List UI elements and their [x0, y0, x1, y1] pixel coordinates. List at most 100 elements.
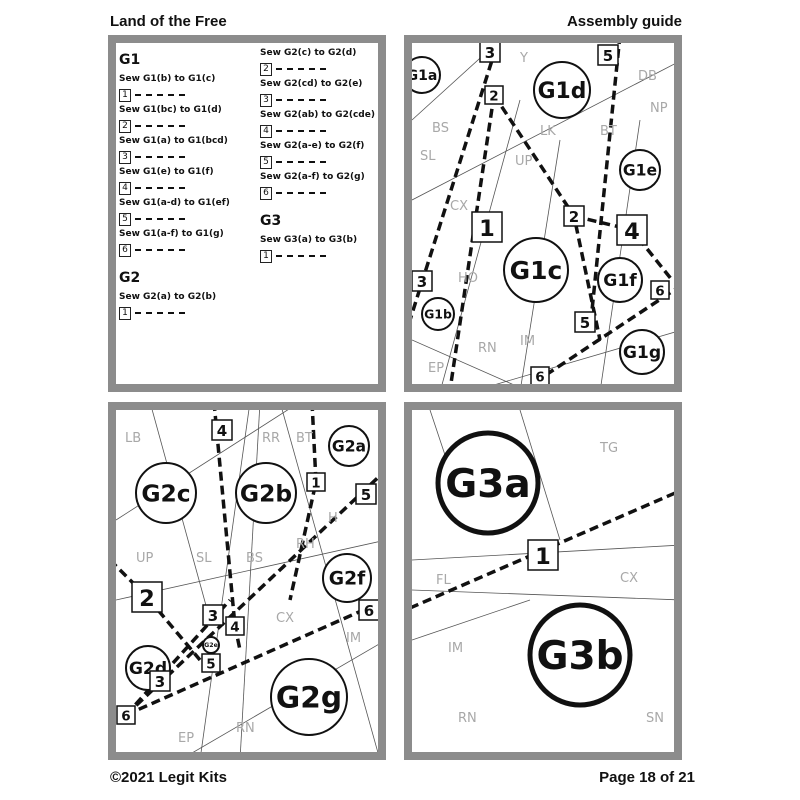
- fabric-code: RN: [236, 721, 255, 736]
- seam-number: 1: [535, 544, 551, 570]
- fabric-code: SL: [196, 551, 212, 566]
- group-heading: G2: [119, 270, 141, 286]
- dashed-line-icon: [276, 161, 326, 163]
- seam-legend: 4: [260, 124, 375, 138]
- seam-line: [288, 401, 318, 601]
- seam-number-box: [411, 270, 433, 292]
- piece-label: G1a: [412, 68, 437, 84]
- seam-line: [448, 94, 496, 391]
- fabric-code: RR: [262, 431, 280, 446]
- piece-circle: [503, 237, 569, 303]
- piece-label: G1c: [510, 256, 563, 285]
- seam-number: 6: [364, 602, 374, 620]
- fabric-code: SN: [646, 711, 664, 726]
- piece-circle: [619, 329, 665, 375]
- piece-outline: [199, 401, 251, 761]
- fabric-code: RN: [478, 341, 497, 356]
- seam-number: 3: [485, 44, 495, 62]
- seam-legend: 2: [119, 119, 230, 133]
- seam-number-box: [131, 581, 163, 613]
- dashed-line-icon: [135, 156, 185, 158]
- seam-number: 6: [260, 186, 272, 200]
- piece-label: G1g: [623, 343, 661, 363]
- fabric-code: IM: [346, 631, 361, 646]
- piece-circle: [135, 462, 197, 524]
- piece-outline: [411, 589, 683, 601]
- seam-number: 3: [208, 607, 218, 625]
- seam-number: 5: [580, 314, 590, 332]
- fabric-code: SL: [420, 149, 436, 164]
- seam-number: 4: [119, 181, 131, 195]
- dashed-line-icon: [276, 255, 326, 257]
- seam-number: 1: [311, 475, 320, 491]
- fabric-code: UP: [515, 154, 533, 169]
- seam-number: 1: [119, 88, 131, 102]
- piece-outline: [439, 99, 521, 393]
- fabric-code: BS: [432, 121, 449, 136]
- step-text: Sew G2(a-f) to G2(g): [260, 172, 365, 182]
- seam-legend: 1: [119, 88, 230, 102]
- step-text: Sew G2(ab) to G2(cde): [260, 110, 375, 120]
- seam-number-box: [225, 616, 245, 636]
- fabric-code: CX: [620, 571, 638, 586]
- seam-legend: 5: [260, 155, 375, 169]
- seam-number: 3: [119, 150, 131, 164]
- group-heading: G3: [260, 213, 282, 229]
- piece-circle: [435, 430, 541, 536]
- seam-number: 6: [119, 243, 131, 257]
- seam-number: 2: [119, 119, 131, 133]
- seam-number-box: [306, 472, 326, 492]
- seam-legend: 3: [260, 93, 375, 107]
- seam-number: 5: [260, 155, 272, 169]
- piece-label: G1f: [603, 271, 637, 291]
- seam-number: 2: [489, 88, 498, 104]
- fabric-code: BT: [296, 431, 313, 446]
- seam-legend: 2: [260, 62, 375, 76]
- seam-legend: 4: [119, 181, 230, 195]
- dashed-line-icon: [135, 125, 185, 127]
- seam-number: 4: [230, 619, 239, 635]
- copyright: ©2021 Legit Kits: [110, 769, 227, 786]
- step-text: Sew G1(a) to G1(bcd): [119, 136, 228, 146]
- seam-number-box: [563, 205, 585, 227]
- fabric-code: BT: [600, 124, 617, 139]
- dashed-line-icon: [276, 99, 326, 101]
- piece-circle: [322, 553, 372, 603]
- seam-number: 3: [260, 93, 272, 107]
- fabric-code: DB: [638, 69, 657, 84]
- seam-number: 2: [260, 62, 272, 76]
- piece-label: G2a: [332, 438, 366, 456]
- fabric-code: NP: [650, 101, 668, 116]
- step-text: Sew G2(a) to G2(b): [119, 292, 217, 302]
- seam-number-box: [211, 419, 233, 441]
- seam-number: 3: [155, 673, 165, 691]
- fabric-code: LB: [125, 431, 141, 446]
- dashed-line-icon: [135, 249, 185, 251]
- seam-number: 1: [260, 249, 272, 263]
- piece-circle: [235, 462, 297, 524]
- fabric-code: TG: [599, 441, 618, 456]
- dashed-line-icon: [135, 218, 185, 220]
- piece-outline: [519, 409, 561, 541]
- piece-label: G2c: [141, 479, 190, 507]
- seam-number-box: [527, 539, 559, 571]
- piece-outline: [239, 401, 261, 761]
- piece-circle: [202, 636, 220, 654]
- seam-number: 2: [139, 586, 155, 612]
- document-title: Land of the Free: [110, 13, 227, 30]
- piece-circle: [533, 61, 591, 119]
- step-text: Sew G3(a) to G3(b): [260, 235, 358, 245]
- seam-number-box: [355, 483, 377, 505]
- piece-circle: [597, 257, 643, 303]
- piece-label: G1b: [424, 306, 452, 321]
- seam-number: 6: [121, 708, 130, 724]
- seam-legend: 6: [260, 186, 375, 200]
- piece-label: G1d: [538, 79, 587, 104]
- section-title: Assembly guide: [566, 13, 682, 30]
- seam-legend: 6: [119, 243, 230, 257]
- seam-number-box: [149, 670, 171, 692]
- dashed-line-icon: [135, 94, 185, 96]
